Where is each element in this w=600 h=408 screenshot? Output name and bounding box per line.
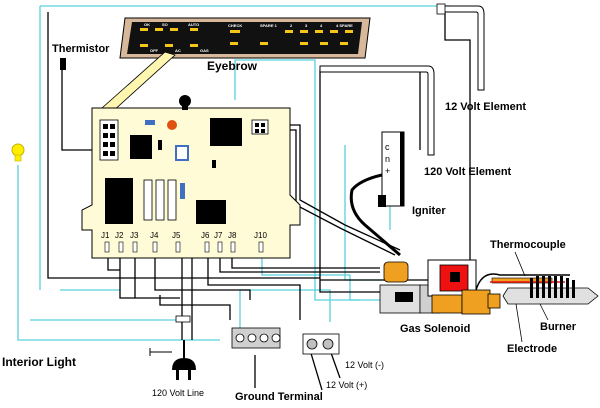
ground-terminal (231, 327, 281, 349)
eyebrow-led-row2 (140, 42, 348, 47)
svg-text:c: c (385, 142, 390, 152)
volt-pos-label: 12 Volt (+) (326, 380, 367, 390)
burner (502, 276, 599, 305)
eyebrow-text-4spare: 4 SPARE (336, 23, 353, 28)
element-120v (319, 65, 435, 156)
burner-label: Burner (540, 321, 577, 333)
ac-plug (149, 315, 196, 380)
element-120v-label: 120 Volt Element (424, 166, 512, 178)
eyebrow-text-ok: OK (144, 22, 150, 27)
eyebrow-text-auto: AUTO (188, 22, 199, 27)
eyebrow-text-2: 2 (290, 23, 293, 28)
thermistor (60, 58, 66, 70)
element-12v-label: 12 Volt Element (445, 101, 526, 113)
ground-terminal-label: Ground Terminal (235, 391, 323, 403)
pin-j7: J7 (214, 231, 223, 240)
interior-light (11, 143, 25, 162)
eyebrow-text-so: SO (162, 22, 168, 27)
pin-j10: J10 (254, 231, 267, 240)
gas-valve-assembly (379, 259, 501, 315)
pin-j1: J1 (101, 231, 110, 240)
thermocouple-label: Thermocouple (490, 239, 566, 251)
svg-text:+: + (385, 166, 390, 176)
igniter: c n + (349, 131, 405, 257)
thermocouple (475, 273, 570, 291)
eyebrow-label: Eyebrow (207, 59, 258, 73)
eyebrow-led-row1 (140, 28, 353, 33)
eyebrow-text-3: 3 (305, 23, 308, 28)
electrode-label: Electrode (507, 343, 557, 355)
control-board (81, 95, 301, 259)
thermistor-label: Thermistor (52, 43, 110, 55)
pin-j4: J4 (150, 231, 159, 240)
pin-j6: J6 (201, 231, 210, 240)
eyebrow-text-gas: GAS (200, 48, 209, 53)
svg-text:n: n (385, 154, 390, 164)
line-120v-label: 120 Volt Line (152, 388, 204, 398)
eyebrow-text-spare1: SPARE 1 (260, 23, 278, 28)
eyebrow-text-off: OFF (150, 48, 159, 53)
pin-j3: J3 (130, 231, 139, 240)
igniter-label: Igniter (412, 205, 446, 217)
eyebrow-text-check: CHECK (228, 23, 242, 28)
volt-neg-label: 12 Volt (-) (345, 360, 384, 370)
element-12v (436, 3, 485, 91)
gas-solenoid-label: Gas Solenoid (400, 323, 470, 335)
pin-j5: J5 (172, 231, 181, 240)
interior-light-label: Interior Light (2, 355, 76, 369)
pin-j8: J8 (228, 231, 237, 240)
board-pins: J1 J2 J3 J4 J5 J6 J7 J8 J10 (101, 231, 267, 253)
eyebrow-panel: OK SO AUTO CHECK SPARE 1 2 3 4 4 SPARE O… (101, 17, 371, 113)
eyebrow-text-ac: AC (175, 48, 181, 53)
dc-terminals (302, 333, 340, 355)
pin-j2: J2 (115, 231, 124, 240)
eyebrow-text-4: 4 (320, 23, 323, 28)
